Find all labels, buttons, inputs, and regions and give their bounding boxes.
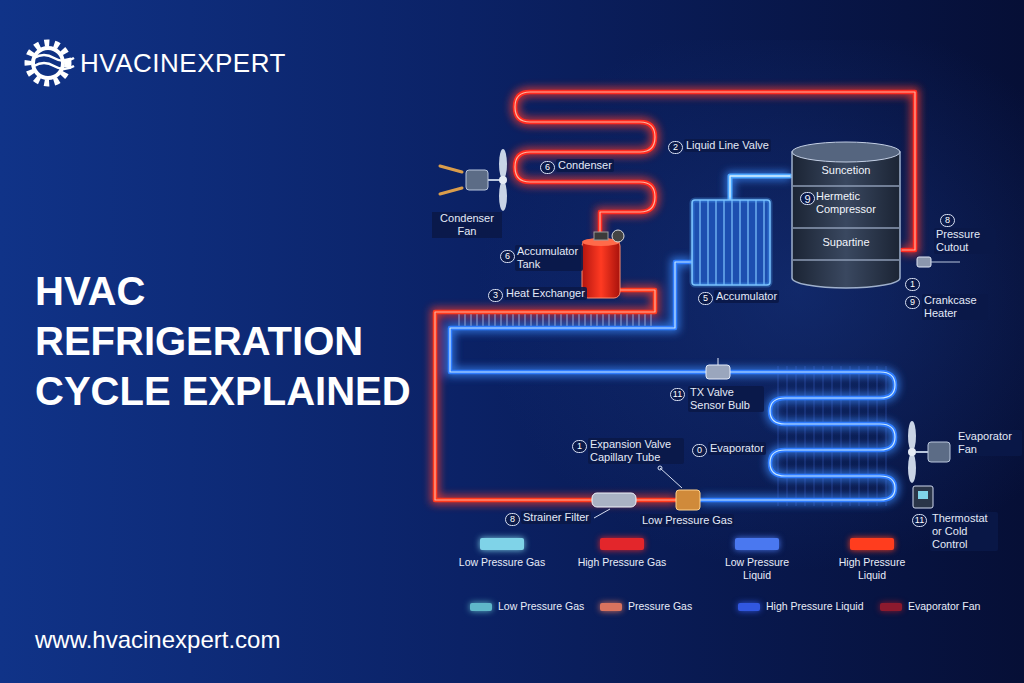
evaporator-fan (908, 421, 950, 483)
compressor-top (792, 142, 900, 162)
part-label: Pressure Cutout (934, 228, 996, 254)
pressure-cutout (917, 257, 960, 267)
part-label: TX Valve Sensor Bulb (688, 386, 764, 412)
callout-number: 1 (572, 440, 587, 453)
callout-number: 1 (905, 278, 920, 291)
callout-number: 2 (668, 141, 683, 154)
evaporator-coil (450, 262, 895, 500)
callout-number: 8 (940, 214, 955, 227)
logo-gear (28, 43, 74, 83)
callout-number: 11 (670, 388, 685, 401)
legend-text: High Pressure Liquid (827, 556, 917, 582)
legend-swatch (850, 538, 894, 550)
callout-number: 8 (505, 513, 520, 526)
legend-swatch (600, 603, 622, 611)
legend-swatch (600, 538, 644, 550)
legend-text: Evaporator Fan (908, 600, 980, 613)
title: HVAC REFRIGERATION CYCLE EXPLAINED (35, 266, 480, 416)
evaporator-coil-core (450, 262, 895, 500)
liquid-line (435, 290, 676, 500)
expansion-valve (658, 466, 700, 510)
tx-valve (706, 358, 730, 379)
legend-swatch (735, 538, 779, 550)
part-label: Condenser (556, 159, 614, 172)
compressor-band (793, 259, 899, 261)
callout-number: 0 (692, 444, 707, 457)
thermostat (913, 486, 933, 508)
part-label: Evaporator (708, 442, 766, 455)
callout-number: 5 (698, 292, 713, 305)
part-label: Accumulator Tank (515, 245, 583, 271)
callout-number: 6 (500, 250, 515, 263)
callout-number: 6 (540, 161, 555, 174)
legend-text: Pressure Gas (628, 600, 692, 613)
heat-exchanger (455, 314, 655, 326)
callout-number: 9 (800, 192, 815, 205)
part-label: Thermostat or Cold Control (930, 512, 998, 551)
legend-text: Low Pressure Gas (457, 556, 547, 569)
legend-text: High Pressure Gas (577, 556, 667, 569)
part-label: Low Pressure Gas (640, 514, 734, 527)
legend-swatch (470, 603, 492, 611)
accumulator-tank (582, 230, 624, 298)
strainer-filter (592, 493, 636, 518)
accumulator (692, 200, 770, 285)
legend-text: Low Pressure Liquid (712, 556, 802, 582)
part-label: Suncetion (790, 164, 902, 177)
part-label: Liquid Line Valve (684, 139, 771, 152)
callout-number: 9 (905, 296, 920, 309)
evaporator-fins (772, 366, 890, 506)
legend-swatch (738, 603, 760, 611)
liquid-line-core (435, 290, 676, 500)
part-label: Condenser Fan (432, 212, 502, 238)
compressor-band (793, 185, 899, 187)
suction-line-core (730, 176, 790, 200)
refrigerant-pipes (435, 92, 915, 500)
part-label: Crankcase Heater (922, 294, 988, 320)
callout-number: 11 (912, 514, 927, 527)
legend-swatch (880, 603, 902, 611)
compressor-band (793, 227, 899, 229)
condenser-fan (440, 149, 507, 211)
compressor-shell: Suncetion 9Hermetic CompressorSupartine (790, 140, 902, 290)
legend-text: Low Pressure Gas (498, 600, 584, 613)
part-label: Supartine (790, 236, 902, 249)
part-label: Expansion Valve Capillary Tube (588, 438, 684, 464)
callout-number: 3 (488, 289, 503, 302)
suction-line (730, 176, 790, 200)
part-label: Strainer Filter (521, 511, 591, 524)
logo-text: HVACINEXPERT (80, 48, 286, 79)
part-label: Evaporator Fan (956, 430, 1022, 456)
part-label: Heat Exchanger (504, 287, 587, 300)
background-haze (380, 40, 1024, 600)
website-url: www.hvacinexpert.com (35, 626, 280, 654)
legend-text: High Pressure Liquid (766, 600, 863, 613)
part-label: Hermetic Compressor (816, 190, 898, 216)
part-label: Accumulator (714, 290, 779, 303)
legend-swatch (480, 538, 524, 550)
